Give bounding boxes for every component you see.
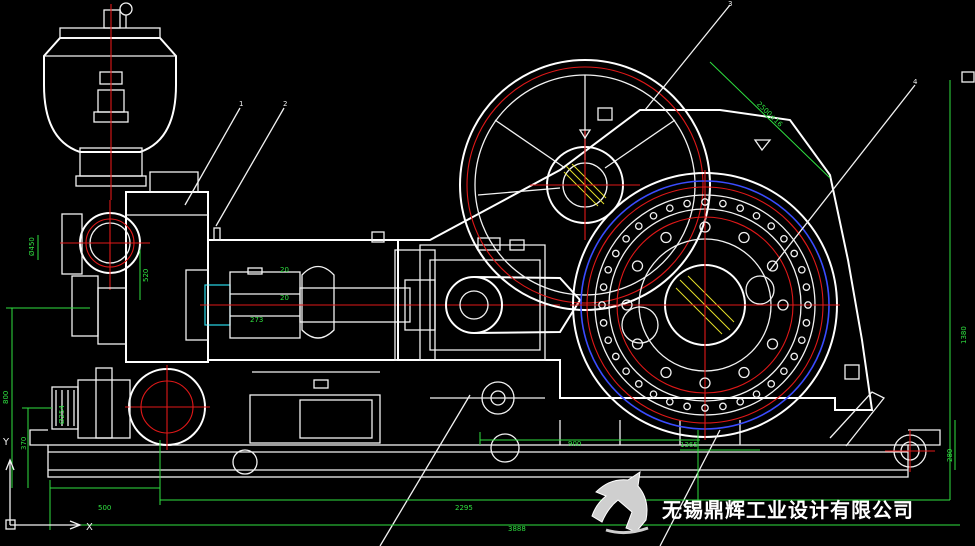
dim-belt-center: 2500±16 [755,100,784,129]
gear-bolt-hole [766,338,779,350]
dim-pipe-dia: Ø254 [58,405,66,424]
dim-right-height: 1380 [960,326,968,344]
gear-bolt-hole [631,338,644,350]
gear-bolt-hole [634,380,643,388]
lube-pump [249,371,545,444]
part-label-4: 4 [913,78,918,86]
gear-bolt-hole [649,390,658,399]
gear-bolt-hole [604,336,613,345]
gear-bolt-hole [736,204,745,213]
gear-bolt-hole [766,260,779,272]
gear-bolt-hole [634,222,643,230]
gear-bolt-hole [767,380,776,388]
gear-bolt-hole [738,366,750,379]
gear-bolt-hole [622,367,630,376]
gear-bolt-hole [683,402,691,411]
gear-bolt-hole [611,352,620,361]
base-skid [29,420,941,478]
ucs-axis-icon [5,458,82,530]
gear-bolt-hole [660,231,672,244]
gear-bolt-hole [604,265,613,274]
gear-bolt-hole [719,402,727,411]
axis-y-label: Y [2,437,10,448]
main-gear [570,170,840,440]
gear-bolt-hole [701,198,709,206]
viewport-corner-marker [961,71,975,83]
part-label-2: 2 [283,100,287,108]
dim-right-small: 280 [946,449,954,462]
dim-left-height-800: 800 [2,391,10,404]
gear-bolt-hole [660,366,672,379]
dim-gear-offset: 900 [568,440,581,448]
gear-bolt-hole [780,234,788,243]
gear-bolt-hole [790,352,799,361]
power-end-housing [397,109,874,411]
gear-bolt-hole [802,319,811,327]
gear-bolt-hole [599,283,608,291]
suction-manifold [51,365,210,450]
part-leaders [184,4,916,546]
gear-bolt-hole [599,319,608,327]
gear-bolt-hole [777,299,789,311]
gear-bolt-hole [598,301,606,309]
gear-bolt-hole [621,299,633,311]
piston-section [185,227,560,361]
gear-bolt-hole [780,367,788,376]
dimension-lines [6,61,960,530]
gear-bolt-hole [797,336,806,345]
gear-bolt-hole [649,211,658,220]
gear-bolt-circle [598,198,812,412]
dim-flange: Ø450 [28,237,36,256]
axis-x-label: X [86,522,93,533]
company-name: 无锡鼎辉工业设计有限公司 [662,498,914,522]
gear-bolt-hole [683,199,691,208]
gear-bolt-hole [802,283,811,291]
gear-bolt-hole [752,211,761,220]
dim-piston-b: 20 [280,294,289,302]
horse-head-logo [591,470,649,535]
part-label-1: 1 [239,100,243,108]
gear-bolt-hole [804,301,812,309]
gear-bolt-hole [611,249,620,258]
dim-piston-len: 273 [250,316,263,324]
support-arm [829,364,886,447]
pulsation-dampener [43,2,177,200]
gear-bolt-hole [790,249,799,258]
dim-pinion-offset: 1365 [680,441,698,449]
gear-bolt-hole [738,231,750,244]
part-label-3: 3 [728,0,732,8]
gear-bolt-hole [752,390,761,399]
gear-bolt-hole [622,234,630,243]
gear-bolt-hole [665,397,674,406]
dim-center-height: 520 [142,269,150,282]
gear-bolt-hole [719,199,727,208]
dim-total-length: 3888 [508,525,526,533]
belt-pulley [459,59,772,311]
gear-bolt-hole [736,397,745,406]
gear-bolt-hole [699,377,711,389]
dim-mid-length: 2295 [455,504,473,512]
gear-bolt-hole [631,260,644,272]
gear-bolt-hole [797,265,806,274]
gear-bolt-hole [767,222,776,230]
dim-bottom-offset: 500 [98,504,111,512]
gear-bolt-hole [699,221,711,233]
dim-piston-a: 20 [280,266,289,274]
dim-left-height-370: 370 [20,437,28,450]
gear-bolt-hole [701,404,709,412]
gear-bolt-hole [665,204,674,213]
